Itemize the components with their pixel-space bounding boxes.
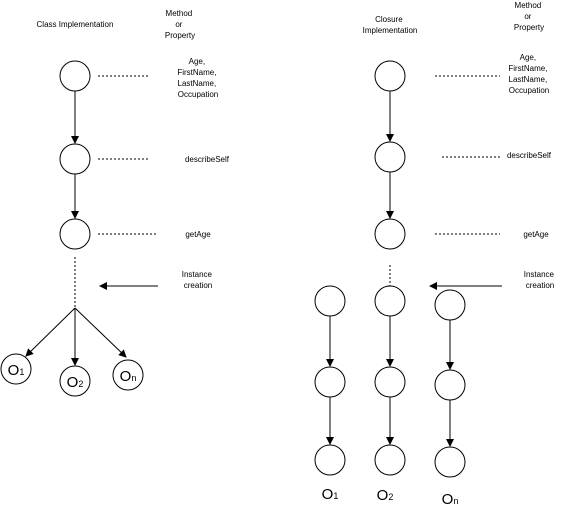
right-instance-line-2: creation [526,281,554,290]
closure-o1-describeself-node [314,366,346,398]
left-header-line-3: Property [165,31,195,40]
right-column-header: Method or Property [514,1,544,32]
right-header-line-1: Method [515,1,542,10]
left-getage-label: getAge [185,230,211,239]
left-branch-arrow-on [74,307,127,358]
left-instance-label: Instance creation [182,270,214,290]
right-prop-line-3: LastName, [509,75,548,84]
right-instance-label: Instance creation [524,270,556,290]
left-prop-line-1: Age, [189,57,205,66]
class-implementation-panel: Class Implementation Method or Property … [0,9,230,397]
right-describeself-node [374,141,406,173]
right-properties-label: Age, FirstName, LastName, Occupation [508,53,549,95]
right-prop-line-4: Occupation [509,86,549,95]
left-object-2-node [59,365,91,397]
closure-object-n-label: On [442,491,459,508]
closure-o2-describeself-node [374,366,406,398]
right-prop-line-2: FirstName, [508,64,547,73]
closure-title-line-2: Implementation [363,26,418,35]
right-instance-line-1: Instance [524,270,555,279]
left-object-n-label: On [120,368,137,385]
closure-o1-getage-node [314,444,346,476]
right-getage-node [374,218,406,250]
left-object-2-label: O2 [67,374,84,391]
closure-o2-getage-node [374,444,406,476]
right-describeself-label: describeSelf [507,151,552,160]
closure-on-describeself-node [434,369,466,401]
closure-implementation-panel: Closure Implementation Method or Propert… [314,1,556,508]
left-properties-node [59,60,91,92]
class-implementation-title: Class Implementation [37,20,114,29]
closure-on-properties-node [434,289,466,321]
closure-object-2-label: O2 [377,487,394,504]
closure-title-line-1: Closure [375,15,403,24]
left-instance-line-2: creation [184,281,212,290]
left-getage-node [59,218,91,250]
left-column-header: Method or Property [165,9,195,40]
right-header-line-2: or [524,12,531,21]
left-instance-line-1: Instance [182,270,213,279]
left-branch-arrow-o1 [25,307,76,357]
closure-o1-properties-node [314,285,346,317]
right-getage-label: getAge [523,230,549,239]
right-properties-node [374,60,406,92]
left-object-1-label: O1 [8,362,25,379]
left-prop-line-2: FirstName, [177,68,216,77]
closure-object-1-label: O1 [322,486,339,503]
left-header-line-1: Method [166,9,193,18]
closure-o2-properties-node [374,285,406,317]
left-describeself-node [59,143,91,175]
left-object-1-node [0,353,32,385]
left-prop-line-3: LastName, [178,79,217,88]
left-prop-line-4: Occupation [178,90,218,99]
left-describeself-label: describeSelf [185,155,230,164]
left-header-line-2: or [175,20,182,29]
closure-on-getage-node [434,446,466,478]
left-object-n-node [112,359,144,391]
left-properties-label: Age, FirstName, LastName, Occupation [177,57,218,99]
right-prop-line-1: Age, [520,53,536,62]
right-header-line-3: Property [514,23,544,32]
closure-implementation-title: Closure Implementation [363,15,418,35]
